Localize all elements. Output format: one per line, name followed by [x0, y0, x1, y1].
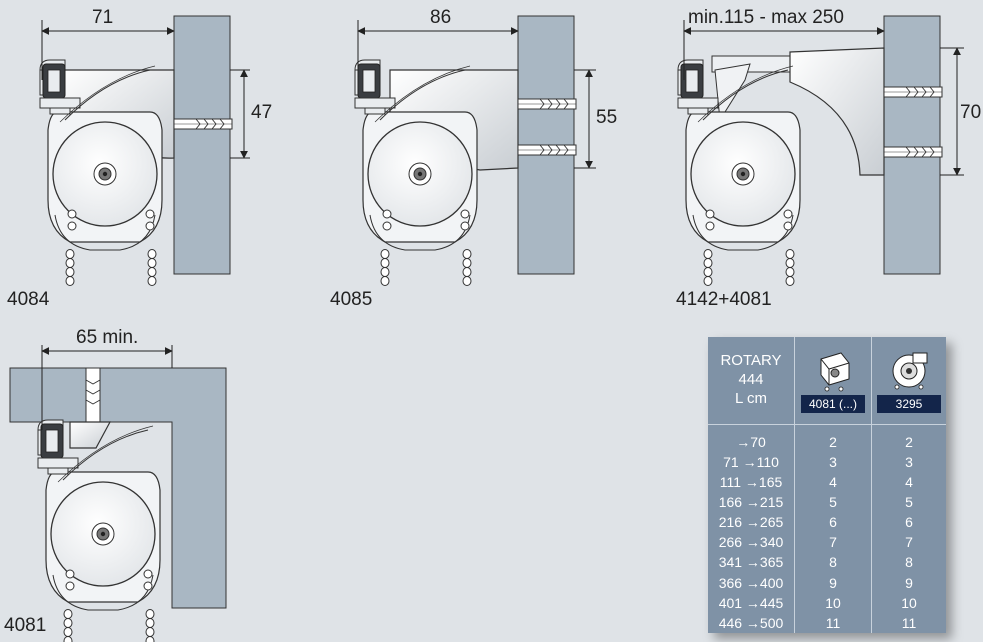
dimension-label: 47 [251, 102, 273, 123]
wall-plug [517, 98, 577, 110]
length-range-cell: 366 →400 [708, 572, 795, 593]
quantity-cell: 10 [794, 592, 872, 613]
quantity-cell: 9 [794, 572, 872, 593]
length-range-cell: 266 →340 [708, 532, 795, 553]
wall-plug [883, 86, 943, 98]
control-assembly [37, 419, 161, 642]
quantity-cell: 10 [901, 594, 917, 611]
wall [883, 15, 941, 275]
column-code: 4081 (...) [801, 394, 865, 413]
length-range-cell: 166 →215 [708, 491, 795, 513]
dimension-label: 86 [430, 7, 452, 28]
quantity-cell: 2 [794, 431, 872, 452]
figure-4085 [354, 15, 596, 287]
length-range-cell: 446 →500 [708, 612, 795, 633]
figure-code: 4142+4081 [676, 289, 772, 310]
quantity-cell: 11 [794, 612, 872, 633]
length-range-cell: →70 [708, 431, 795, 452]
quantity-cell: 9 [905, 574, 913, 591]
length-range-cell: 111 →165 [708, 471, 795, 492]
table-title: ROTARY 444 [720, 352, 782, 389]
quantity-cell: 2 [905, 433, 913, 450]
quantity-cell: 6 [794, 512, 872, 533]
bracket [69, 421, 112, 449]
dimension-label: 55 [596, 107, 618, 128]
length-range-cell: 341 →365 [708, 552, 795, 573]
quantity-cell: 5 [794, 491, 872, 513]
figure-4084 [39, 15, 250, 287]
length-range-cell: 401 →445 [708, 592, 795, 613]
table-subtitle: L cm [735, 389, 767, 407]
dimension-label: 65 min. [76, 327, 139, 348]
quantity-cell: 6 [905, 514, 913, 531]
column-code: 3295 [877, 394, 941, 413]
quantity-cell: 5 [905, 493, 913, 510]
ceiling-plug [85, 367, 101, 425]
quantity-table: ROTARY 444 L cm 4081 (...) [708, 337, 946, 633]
figure-code: 4085 [330, 289, 373, 310]
wall [173, 15, 231, 275]
dimension-label: 71 [92, 7, 114, 28]
quantity-cell: 3 [794, 451, 872, 472]
quantity-cell: 7 [794, 532, 872, 553]
quantity-cell: 11 [901, 614, 917, 631]
quantity-cell: 8 [794, 552, 872, 573]
wall-plug [517, 144, 577, 156]
quantity-cell: 7 [905, 534, 913, 551]
length-range-cell: 71 →110 [708, 451, 795, 472]
bracket-icon [820, 351, 850, 391]
quantity-cell: 8 [905, 554, 913, 571]
wall-plug [883, 146, 943, 158]
length-range-cell: 216 →265 [708, 512, 795, 533]
figure-4142-4081 [677, 15, 964, 287]
quantity-cell: 4 [794, 471, 872, 492]
quantity-cell: 4 [905, 473, 913, 490]
figure-code: 4081 [4, 615, 47, 636]
dimension-label: min.115 - max 250 [688, 7, 844, 28]
wall-plug [173, 118, 233, 130]
ceiling-wall [9, 367, 227, 609]
bracket [789, 47, 885, 176]
control-assembly [677, 59, 801, 287]
quantity-cell: 3 [905, 453, 913, 470]
dimension-label: 70 [960, 102, 982, 123]
figure-4081 [9, 345, 227, 642]
control-unit-icon [892, 352, 928, 389]
figure-code: 4084 [7, 289, 50, 310]
